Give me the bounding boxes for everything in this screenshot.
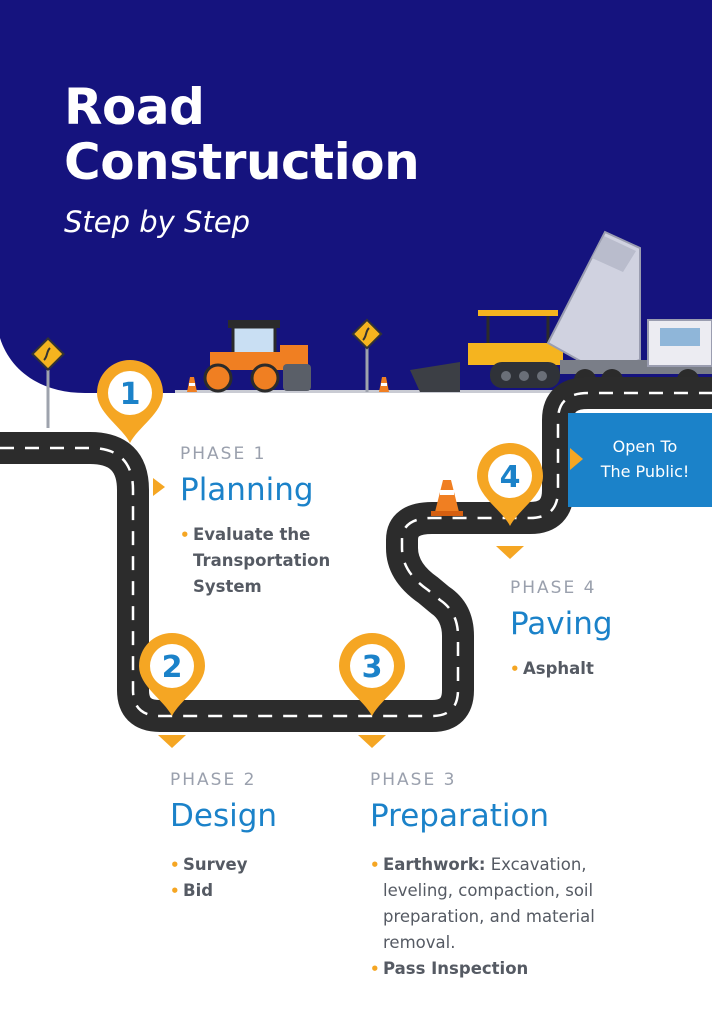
title-line-2: Construction: [64, 133, 420, 191]
item-heading: Pass Inspection: [383, 959, 529, 978]
phase-3-block: PHASE 3 Preparation Earthwork: Excavatio…: [370, 770, 660, 999]
location-pin-icon: 4: [477, 443, 543, 526]
pin-center: [150, 644, 194, 688]
page-subtitle: Step by Step: [64, 205, 251, 239]
road-markings: [0, 391, 712, 718]
pin-number: 3: [362, 650, 383, 685]
phase-name: Design: [170, 798, 278, 834]
traffic-cone-icon: [431, 480, 463, 516]
header-background: [0, 0, 712, 393]
list-item: Survey: [170, 852, 277, 878]
page-title: Road Construction: [64, 78, 420, 191]
phase-label: PHASE 2: [170, 770, 257, 790]
list-item: Earthwork: Excavation, leveling, compact…: [370, 852, 660, 956]
open-to-public-label: Open To The Public!: [582, 434, 708, 484]
phase-items: Earthwork: Excavation, leveling, compact…: [370, 852, 660, 982]
pin-number: 1: [120, 377, 141, 412]
traffic-cone-icon: [187, 377, 197, 392]
phase-name: Paving: [510, 606, 613, 642]
phase-4-block: PHASE 4 Paving Asphalt: [510, 578, 613, 699]
list-item: Asphalt: [510, 656, 613, 682]
phase-items: Survey Bid: [170, 852, 277, 904]
pin-number: 2: [162, 650, 183, 685]
pin-number: 4: [500, 460, 521, 495]
item-detail: Excavation, leveling, compaction, soil p…: [383, 855, 595, 952]
phase-items: Asphalt: [510, 656, 613, 682]
list-item: Evaluate the Transportation System: [180, 522, 330, 600]
asphalt-paver-icon: [410, 310, 563, 392]
phase-name: Planning: [180, 472, 314, 508]
item-heading: Earthwork:: [383, 855, 486, 874]
dump-truck-icon: [546, 230, 712, 391]
location-pin-icon: 3: [339, 633, 405, 716]
road-sign-icon: [31, 337, 65, 428]
phase3-pointer: [358, 735, 386, 748]
pin-center: [488, 454, 532, 498]
pin-center: [108, 371, 152, 415]
arrow-right-icon: [570, 448, 583, 470]
phase-label: PHASE 4: [510, 578, 597, 598]
traffic-cone-icon: [379, 377, 389, 392]
phase1-pointer: [153, 478, 165, 496]
phase-label: PHASE 3: [370, 770, 457, 790]
open-line-1: Open To: [612, 437, 678, 456]
location-pin-icon: 1: [97, 360, 163, 443]
phase2-pointer: [158, 735, 186, 748]
phase-name: Preparation: [370, 798, 550, 834]
title-line-1: Road: [64, 78, 205, 136]
open-line-2: The Public!: [600, 462, 690, 481]
phase-2-block: PHASE 2 Design Survey Bid: [170, 770, 277, 921]
list-item: Pass Inspection: [370, 956, 660, 982]
road-sign-icon: [351, 318, 383, 392]
phase4-pointer: [496, 546, 524, 559]
pin-center: [350, 644, 394, 688]
open-to-public-box: [568, 413, 712, 507]
phase-items: Evaluate the Transportation System: [180, 522, 330, 600]
road-roller-icon: [203, 320, 311, 393]
location-pin-icon: 2: [139, 633, 205, 716]
phase-1-block: PHASE 1 Planning Evaluate the Transporta…: [180, 444, 330, 617]
list-item: Bid: [170, 878, 277, 904]
phase-label: PHASE 1: [180, 444, 267, 464]
